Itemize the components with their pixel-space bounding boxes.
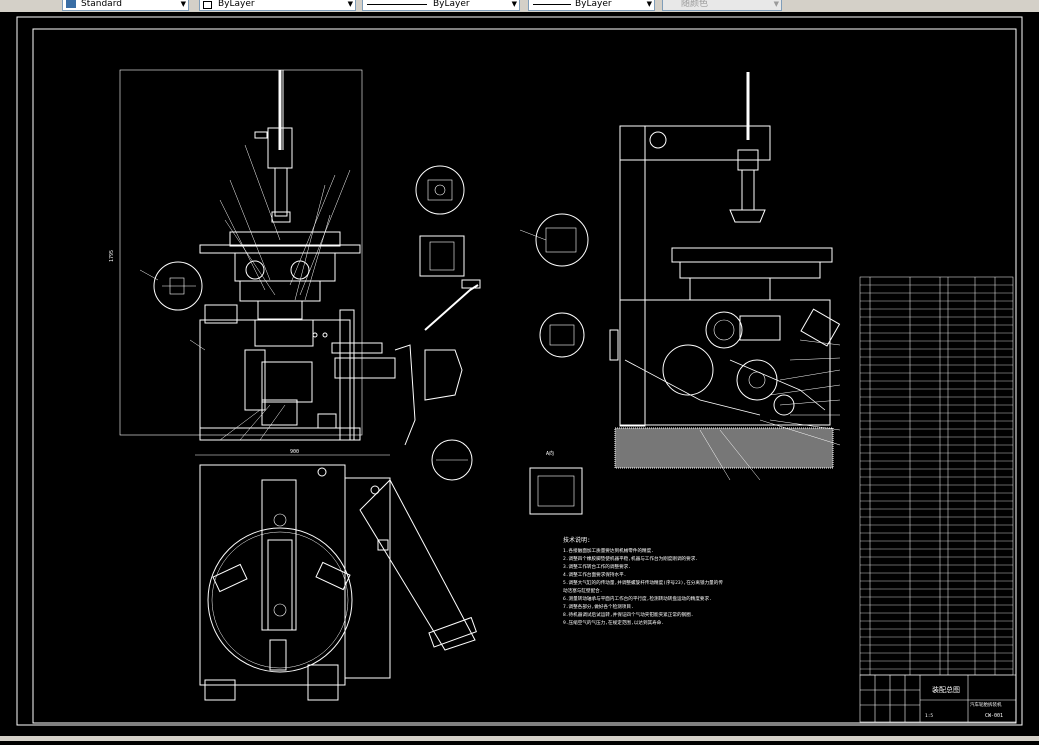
layer-dropdown[interactable]: ByLayer ▼ [199,0,356,11]
section-label: A向 [546,450,554,457]
plot-style-dropdown[interactable]: 随颜色 ▼ [662,0,782,11]
tech-note-2: 2.调整四个橡胶脚垫使机器平稳,机器与工作台为刚度刚调的要求. [563,555,698,562]
title-block: 装配总图 汽车轮胎拆装机 CW-001 1:5 [859,674,1017,723]
tech-notes: 技术说明: 1.各接触面加工质量要达到机械零件的精度. 2.调整四个橡胶脚垫使机… [546,450,723,626]
linetype-dropdown[interactable]: ByLayer ▼ [362,0,520,11]
tech-notes-title: 技术说明: [563,536,591,544]
sheet-border [16,16,1023,726]
chevron-down-icon: ▼ [773,0,779,8]
lineweight-value: ByLayer [575,0,612,9]
tech-note-1: 1.各接触面加工质量要达到机械零件的精度. [563,547,654,554]
drawing-frame [32,28,1017,724]
text-style-icon [66,0,76,8]
tech-note-4: 4.调整工作台面要求保持水平. [563,571,626,578]
title-block-code: CW-001 [985,713,1003,719]
status-bar [0,736,1039,741]
dim-width: 900 [290,449,299,455]
chevron-down-icon: ▼ [180,0,186,8]
title-block-scale: 1:5 [925,713,933,719]
tech-note-6: 动活塞与缸壁配合. [563,587,603,594]
text-style-dropdown[interactable]: Standard ▼ [62,0,189,11]
drawing-canvas[interactable]: 1795 900 [0,12,1039,741]
detail-views-left [139,165,589,515]
layer-color-icon [203,1,212,9]
side-view [609,72,841,481]
tech-note-3: 3.调整工作转台工作的调整要求. [563,563,631,570]
tech-note-10: 9.压缩空气的气压力,在规定范围,以达到其寿命. [563,619,664,626]
title-block-name: 装配总图 [932,685,960,694]
chevron-down-icon: ▼ [347,0,353,8]
text-style-value: Standard [81,0,122,9]
chevron-down-icon: ▼ [646,0,652,8]
layer-value: ByLayer [218,0,255,9]
lineweight-sample-icon [533,4,571,5]
plot-style-value: 随颜色 [681,0,709,9]
front-view: 1795 [109,69,481,446]
chevron-down-icon: ▼ [511,0,517,8]
dim-height: 1795 [109,250,115,262]
linetype-value: ByLayer [433,0,470,9]
properties-toolbar: Standard ▼ ByLayer ▼ ByLayer ▼ ByLayer ▼… [0,0,1039,13]
cad-drawing: 1795 900 [16,16,1023,726]
top-view: 900 [195,449,477,701]
parts-list [859,276,1014,676]
tech-note-9: 8.待机器调试后试运转,并保证四个气动夹钳能夹紧正常的钢圈. [563,611,694,618]
parts-list-rows [860,284,1013,670]
tech-note-8: 7.调整各部分,做好各个检测项目. [563,603,634,610]
linetype-sample-icon [367,4,427,5]
tech-note-7: 6.测量转动轴承与平面内工作台的平行度,检测转动转盘运动的精度要求. [563,595,712,602]
title-block-product: 汽车轮胎拆装机 [970,701,1002,708]
tech-note-5: 5.调整大气缸的的传动量,并调整螺旋杆传动精度(序号23),在分离锁力量的传 [563,579,723,586]
lineweight-dropdown[interactable]: ByLayer ▼ [528,0,655,11]
